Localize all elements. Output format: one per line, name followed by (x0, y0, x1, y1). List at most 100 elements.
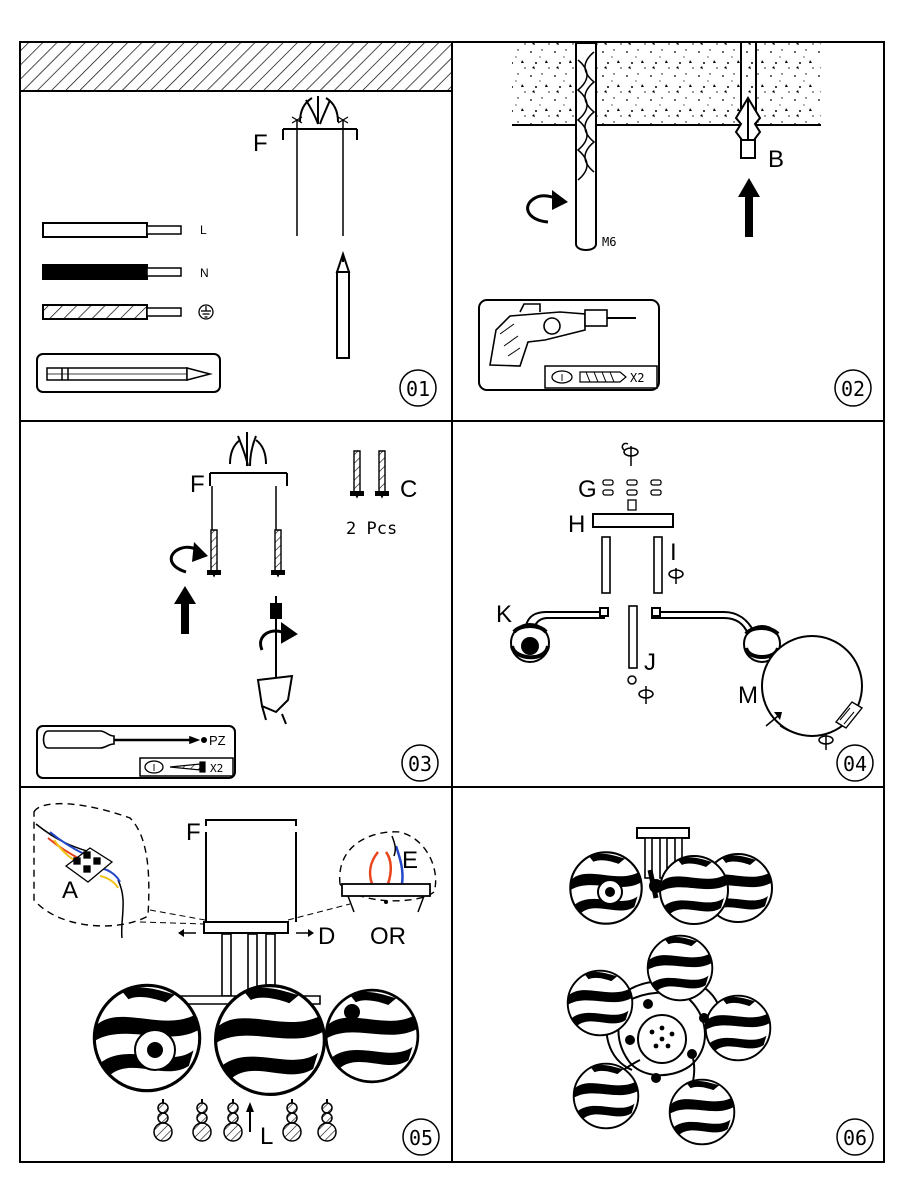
screw-nut-icon (818, 734, 834, 750)
panel-number-01: 01 (399, 369, 437, 407)
pieces-count: 2 Pcs (346, 519, 397, 539)
crystal-drop (223, 1098, 243, 1142)
label-E: E (402, 847, 418, 874)
concrete-ceiling (512, 43, 821, 126)
screw-small-icon (169, 761, 206, 773)
wall-plug-icon (579, 371, 627, 383)
panel-06: 06 (566, 827, 874, 1156)
up-arrow-icon (246, 1102, 254, 1132)
label-D: D (318, 923, 335, 950)
arrow-icon (765, 712, 782, 727)
svg-text:04: 04 (843, 752, 867, 776)
ceiling-hatch (21, 43, 451, 92)
drill-bit (575, 42, 597, 251)
label-L: L (260, 1123, 273, 1150)
label-N: N (200, 266, 209, 280)
panel-number-03: 03 (401, 744, 439, 782)
crystal-drop (192, 1098, 212, 1142)
svg-text:02: 02 (841, 377, 865, 401)
screw-icon (206, 529, 222, 577)
svg-text:03: 03 (408, 752, 432, 776)
arrow-icon (178, 929, 314, 937)
wire-live (42, 222, 182, 238)
rotate-arrow-icon (169, 542, 208, 574)
label-J: J (644, 649, 656, 676)
top-view-assembled (566, 934, 772, 1146)
qty-x2: X2 (210, 762, 223, 775)
shade-ring-icon (834, 701, 864, 729)
label-PZ: PZ (209, 733, 226, 748)
rotate-arrow-icon (526, 190, 568, 224)
rods-I (601, 536, 663, 594)
panel-04: G H I K (496, 442, 874, 782)
screw-nut-icon (638, 686, 654, 704)
earth-symbol-icon (198, 304, 214, 320)
label-K: K (496, 601, 512, 628)
wiring-detail-right (339, 831, 437, 913)
svg-text:I: I (561, 373, 564, 384)
panel-02: M6 B (478, 42, 872, 407)
panel-number-02: 02 (834, 369, 872, 407)
label-M6: M6 (602, 235, 616, 249)
lamp-holder-left (510, 623, 550, 663)
wire-earth (42, 304, 182, 320)
label-G: G (578, 476, 597, 503)
svg-text:01: 01 (406, 377, 430, 401)
label-M: M (738, 682, 758, 709)
pz-bit-icon (201, 737, 207, 743)
label-B: B (768, 146, 784, 173)
mounting-bracket (282, 96, 358, 236)
up-arrow-icon (174, 586, 196, 634)
screw-icon (374, 450, 390, 498)
ceiling-box (203, 819, 297, 934)
svg-text:06: 06 (843, 1126, 867, 1150)
lamp-assembly (92, 983, 420, 1097)
mounting-bracket (209, 432, 288, 530)
wire-neutral (42, 264, 182, 280)
hand-screwdriver-icon (256, 596, 298, 725)
label-F: F (190, 471, 205, 498)
screw-icon (270, 529, 286, 577)
tool-box-screwdriver: PZ I X2 (36, 725, 236, 779)
panel-number-04: 04 (836, 744, 874, 782)
screw-nut-icon (621, 442, 639, 466)
wiring-detail-left (33, 802, 150, 939)
panel-03: F C 2 Pcs (36, 432, 439, 782)
label-H: H (568, 511, 585, 538)
tool-box-pencil (36, 353, 221, 393)
drill-icon (489, 303, 636, 367)
wall-plug (734, 43, 762, 159)
label-OR: OR (370, 923, 406, 950)
label-F: F (253, 130, 268, 157)
panel-number-06: 06 (836, 1118, 874, 1156)
ring (627, 675, 637, 685)
svg-text:05: 05 (409, 1126, 433, 1150)
svg-text:I: I (153, 763, 156, 774)
screw-icon (349, 450, 365, 498)
tool-box-drill: I X2 (478, 299, 660, 391)
crystal-drop (317, 1098, 337, 1142)
canopy-plate (592, 513, 674, 528)
up-arrow-icon (738, 178, 760, 237)
panel-grid (19, 41, 885, 1163)
terminal-block (64, 847, 114, 883)
panel-number-05: 05 (402, 1118, 440, 1156)
rod-J (628, 605, 638, 669)
crystal-drop (282, 1098, 302, 1142)
washers-nuts (602, 479, 662, 511)
panel-01: F L N (21, 43, 451, 407)
qty-x2: X2 (630, 371, 644, 385)
label-A: A (62, 877, 78, 904)
label-I: I (670, 539, 677, 566)
part-code-I: I (551, 370, 573, 384)
screwdriver-icon (42, 730, 201, 749)
pencil-icon (46, 367, 213, 381)
screw-nut-icon (668, 568, 684, 584)
panel-05: A F E D OR (33, 802, 440, 1156)
label-F: F (186, 819, 201, 846)
label-C: C (400, 476, 417, 503)
part-code-I: I (144, 760, 164, 774)
arm-right (651, 607, 756, 636)
pencil-vertical-icon (335, 250, 351, 359)
